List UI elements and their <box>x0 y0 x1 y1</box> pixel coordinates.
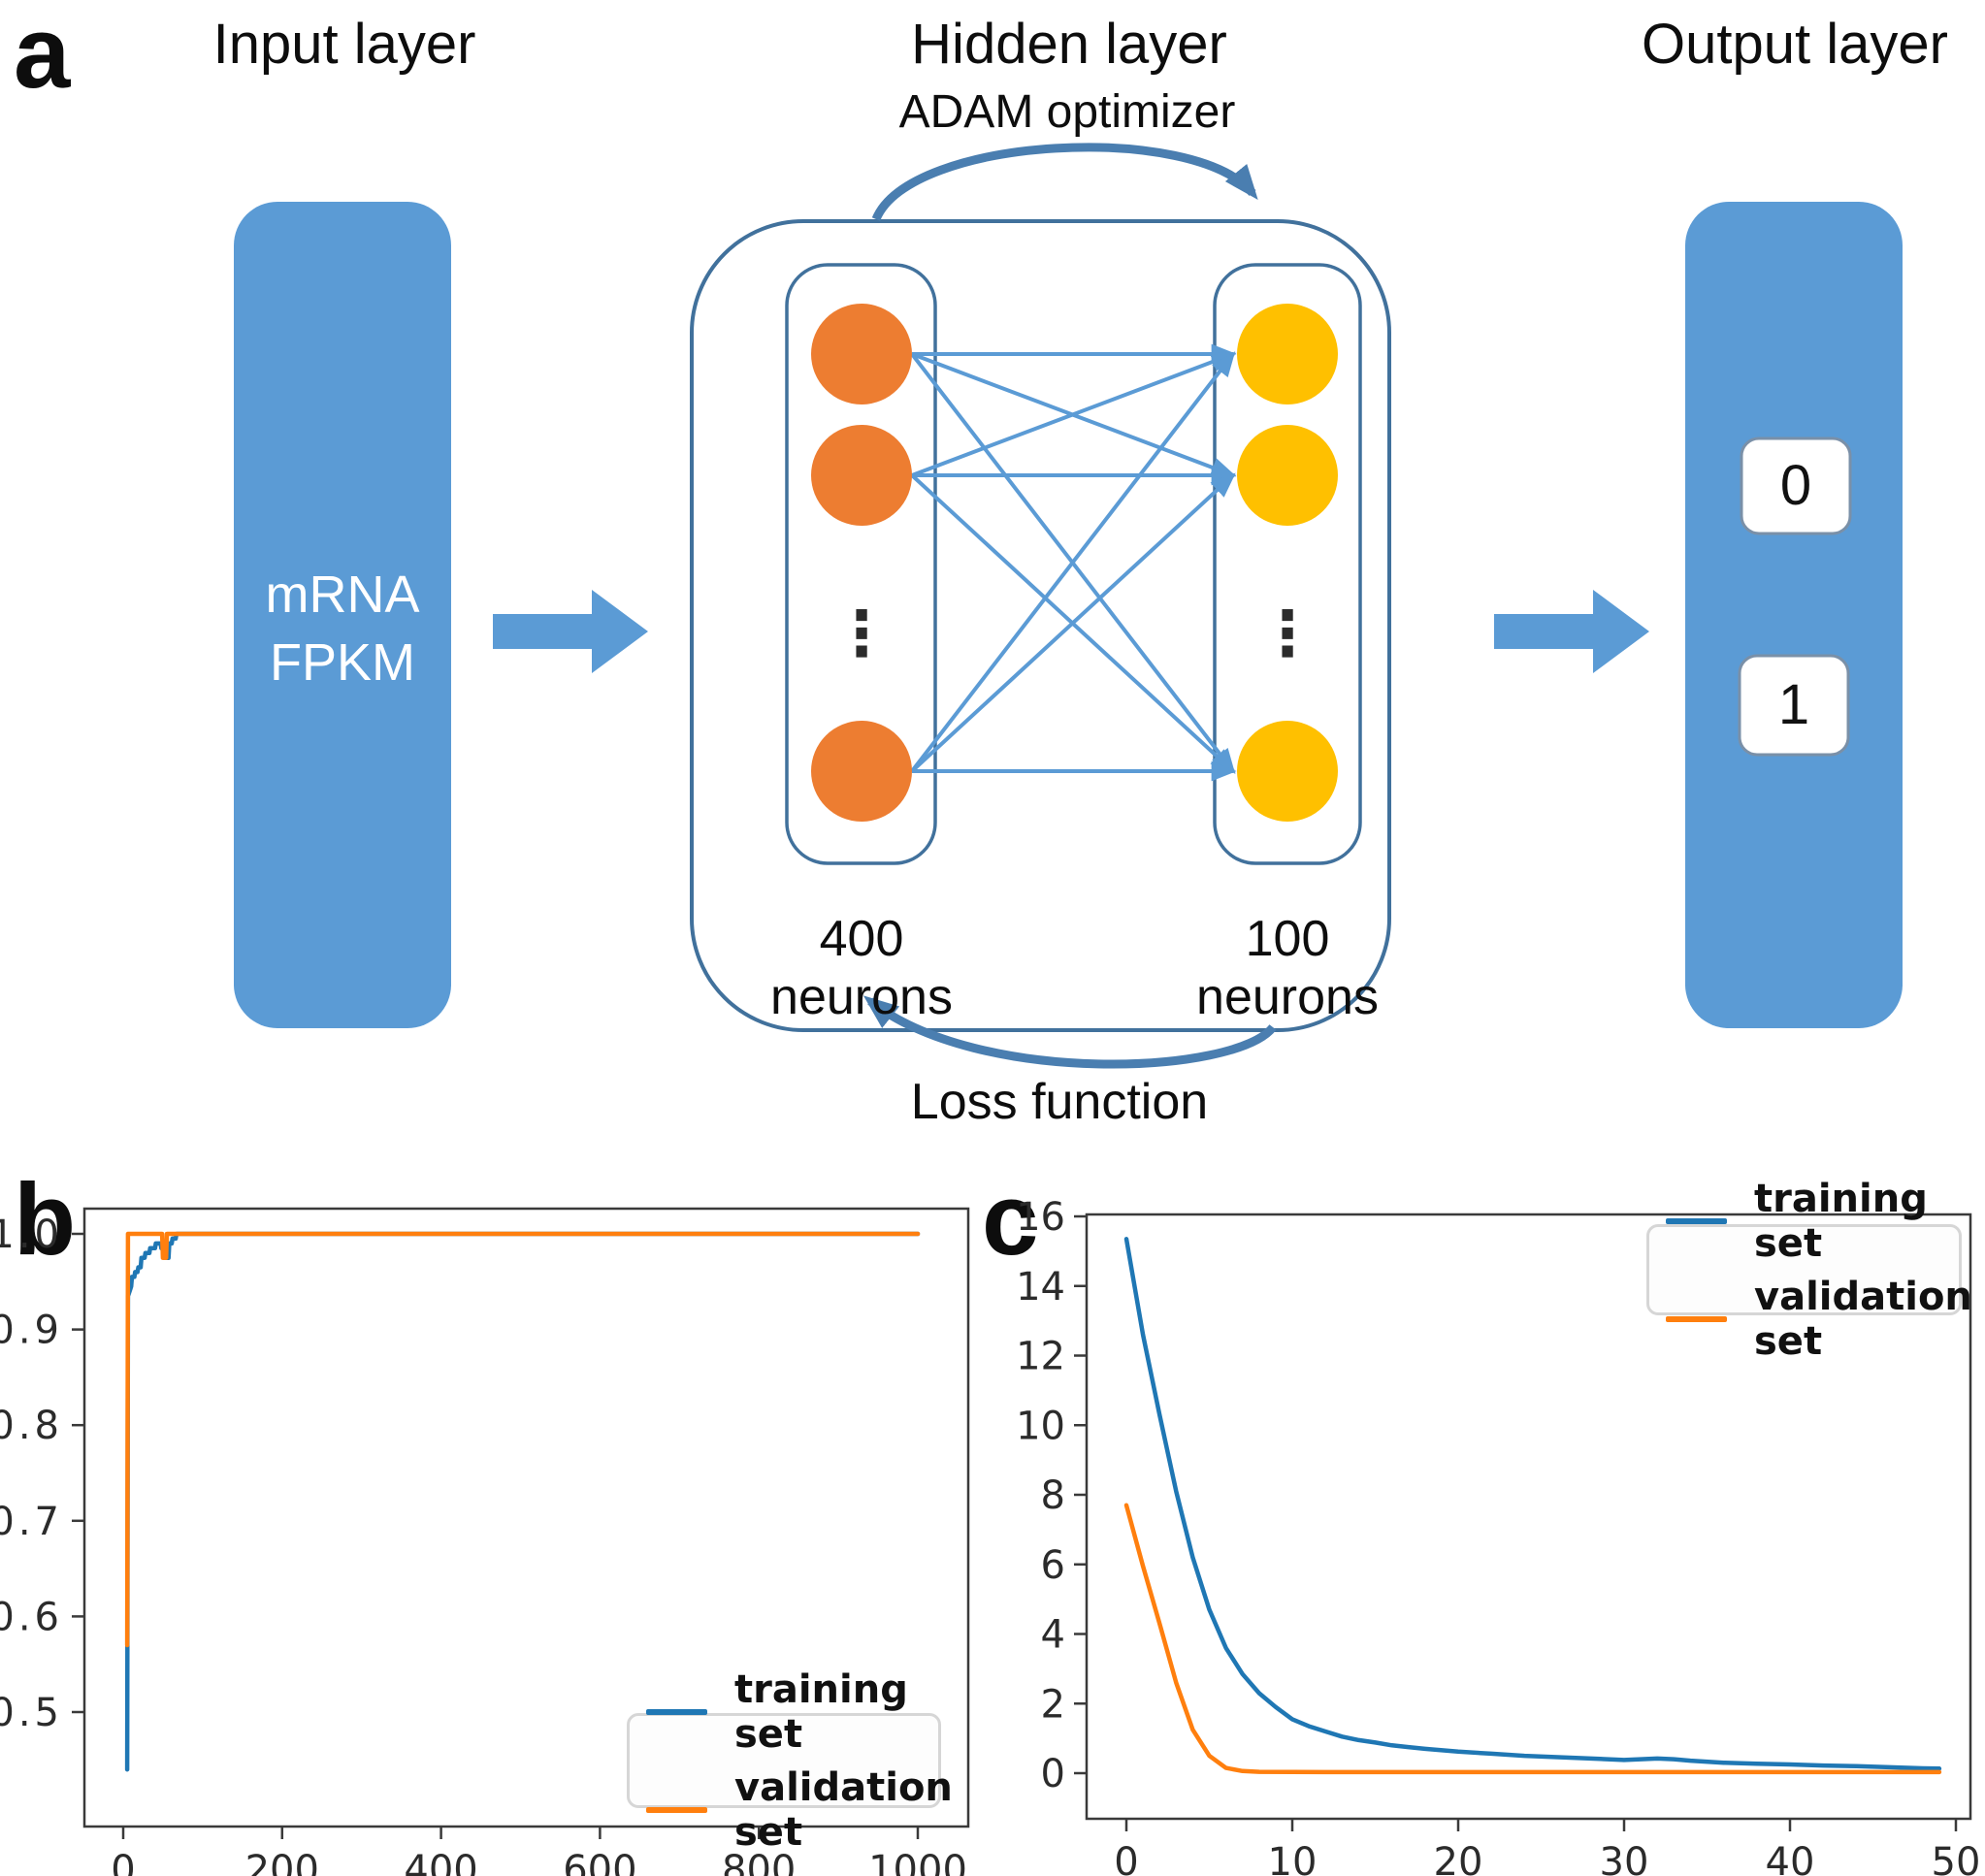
y-tick-label: 0.6 <box>0 1595 63 1639</box>
x-tick-label: 20 <box>1434 1840 1483 1876</box>
input-layer-title: Input layer <box>212 13 476 76</box>
y-tick-label: 12 <box>1016 1335 1065 1379</box>
validation-line-swatch <box>1666 1315 1727 1322</box>
y-tick-label: 10 <box>1016 1404 1065 1448</box>
panel-c-label: c <box>982 1163 1039 1277</box>
x-tick-label: 40 <box>1766 1840 1815 1876</box>
y-tick-label: 1.0 <box>0 1213 63 1257</box>
x-tick-label: 600 <box>563 1848 636 1876</box>
input-box-text-line2: FPKM <box>269 633 415 692</box>
series-training-set <box>124 1231 921 1772</box>
hidden-to-output-arrow-icon <box>1494 590 1649 673</box>
network-diagram: ⋮ ⋮ <box>234 143 1903 1069</box>
panel-b-label: b <box>14 1163 77 1277</box>
y-tick-label: 16 <box>1016 1195 1065 1240</box>
legend-panel-b: training set validation set <box>627 1667 953 1855</box>
output-layer-box <box>1685 202 1903 1028</box>
loss-function-arrow <box>862 995 1277 1069</box>
input-box-text: mRNA FPKM <box>234 561 451 696</box>
series-training-set <box>1123 1237 1942 1771</box>
loss-chart: 0 10 20 30 40 50 0 2 4 6 8 10 12 14 16 <box>1016 1195 1981 1876</box>
y-tick-label: 4 <box>1041 1613 1065 1658</box>
legend-label: training set <box>734 1666 908 1757</box>
legend-item-training: training set <box>630 1667 938 1757</box>
output-class-0-box <box>1740 437 1852 535</box>
x-tick-label: 10 <box>1268 1840 1318 1876</box>
legend-item-validation: validation set <box>1649 1275 1972 1364</box>
y-tick-label: 0.9 <box>0 1309 63 1353</box>
plot-frame <box>1085 1213 1972 1821</box>
x-tick-label: 30 <box>1600 1840 1649 1876</box>
input-to-hidden-arrow-icon <box>493 590 648 673</box>
y-tick-label: 6 <box>1041 1543 1065 1588</box>
x-tick-label: 800 <box>722 1848 796 1876</box>
hidden-column-100 <box>1213 263 1362 865</box>
legend-label: validation set <box>734 1764 953 1855</box>
training-line-swatch <box>1666 1217 1727 1224</box>
y-tick-label: 0.5 <box>0 1691 63 1735</box>
hidden-column-400 <box>785 263 937 865</box>
accuracy-chart: 0 200 400 600 800 1000 0.5 0.6 0.7 0.8 0.9 1.0 <box>0 1207 970 1876</box>
loss-function-label: Loss function <box>910 1074 1209 1130</box>
validation-line-swatch <box>646 1806 707 1813</box>
neurons-400-label: 400 neurons <box>770 911 953 1025</box>
x-tick-label: 400 <box>404 1848 477 1876</box>
hidden-layer-title: Hidden layer <box>911 13 1227 76</box>
orange-neurons <box>811 304 912 822</box>
y-tick-label: 0 <box>1041 1752 1065 1796</box>
y-tick-label: 14 <box>1016 1265 1065 1310</box>
x-tick-label: 0 <box>111 1848 135 1876</box>
y-tick-label: 0.7 <box>0 1500 63 1544</box>
input-box-text-line1: mRNA <box>265 566 420 624</box>
ellipsis-icon: ⋮ <box>830 598 893 670</box>
yellow-neurons <box>1237 304 1338 822</box>
connection-lines <box>910 343 1237 782</box>
y-tick-label: 0.8 <box>0 1404 63 1448</box>
ellipsis-icon: ⋮ <box>1256 598 1318 670</box>
output-class-1-text: 1 <box>1777 673 1810 736</box>
output-class-0-text: 0 <box>1779 454 1812 517</box>
input-layer-box <box>234 202 451 1028</box>
panel-a-label: a <box>14 0 71 110</box>
output-class-1-box <box>1738 654 1850 757</box>
legend-item-training: training set <box>1649 1177 1959 1266</box>
x-tick-label: 0 <box>1114 1840 1138 1876</box>
output-layer-title: Output layer <box>1642 13 1948 76</box>
legend-panel-c: training set validation set <box>1646 1177 1972 1364</box>
x-tick-label: 200 <box>245 1848 319 1876</box>
y-tick-label: 8 <box>1041 1473 1065 1518</box>
neurons-100-label: 100 neurons <box>1196 911 1379 1025</box>
x-tick-label: 50 <box>1932 1840 1981 1876</box>
training-line-swatch <box>646 1708 707 1715</box>
adam-optimizer-arrow <box>871 143 1258 221</box>
plot-frame <box>82 1207 970 1828</box>
legend-item-validation: validation set <box>630 1765 953 1855</box>
x-tick-label: 1000 <box>868 1848 967 1876</box>
series-validation-set <box>124 1231 921 1648</box>
y-tick-label: 2 <box>1041 1682 1065 1727</box>
adam-optimizer-label: ADAM optimizer <box>898 86 1236 138</box>
legend-label: validation set <box>1754 1274 1972 1364</box>
series-validation-set <box>1123 1503 1942 1775</box>
legend-label: training set <box>1754 1176 1928 1266</box>
